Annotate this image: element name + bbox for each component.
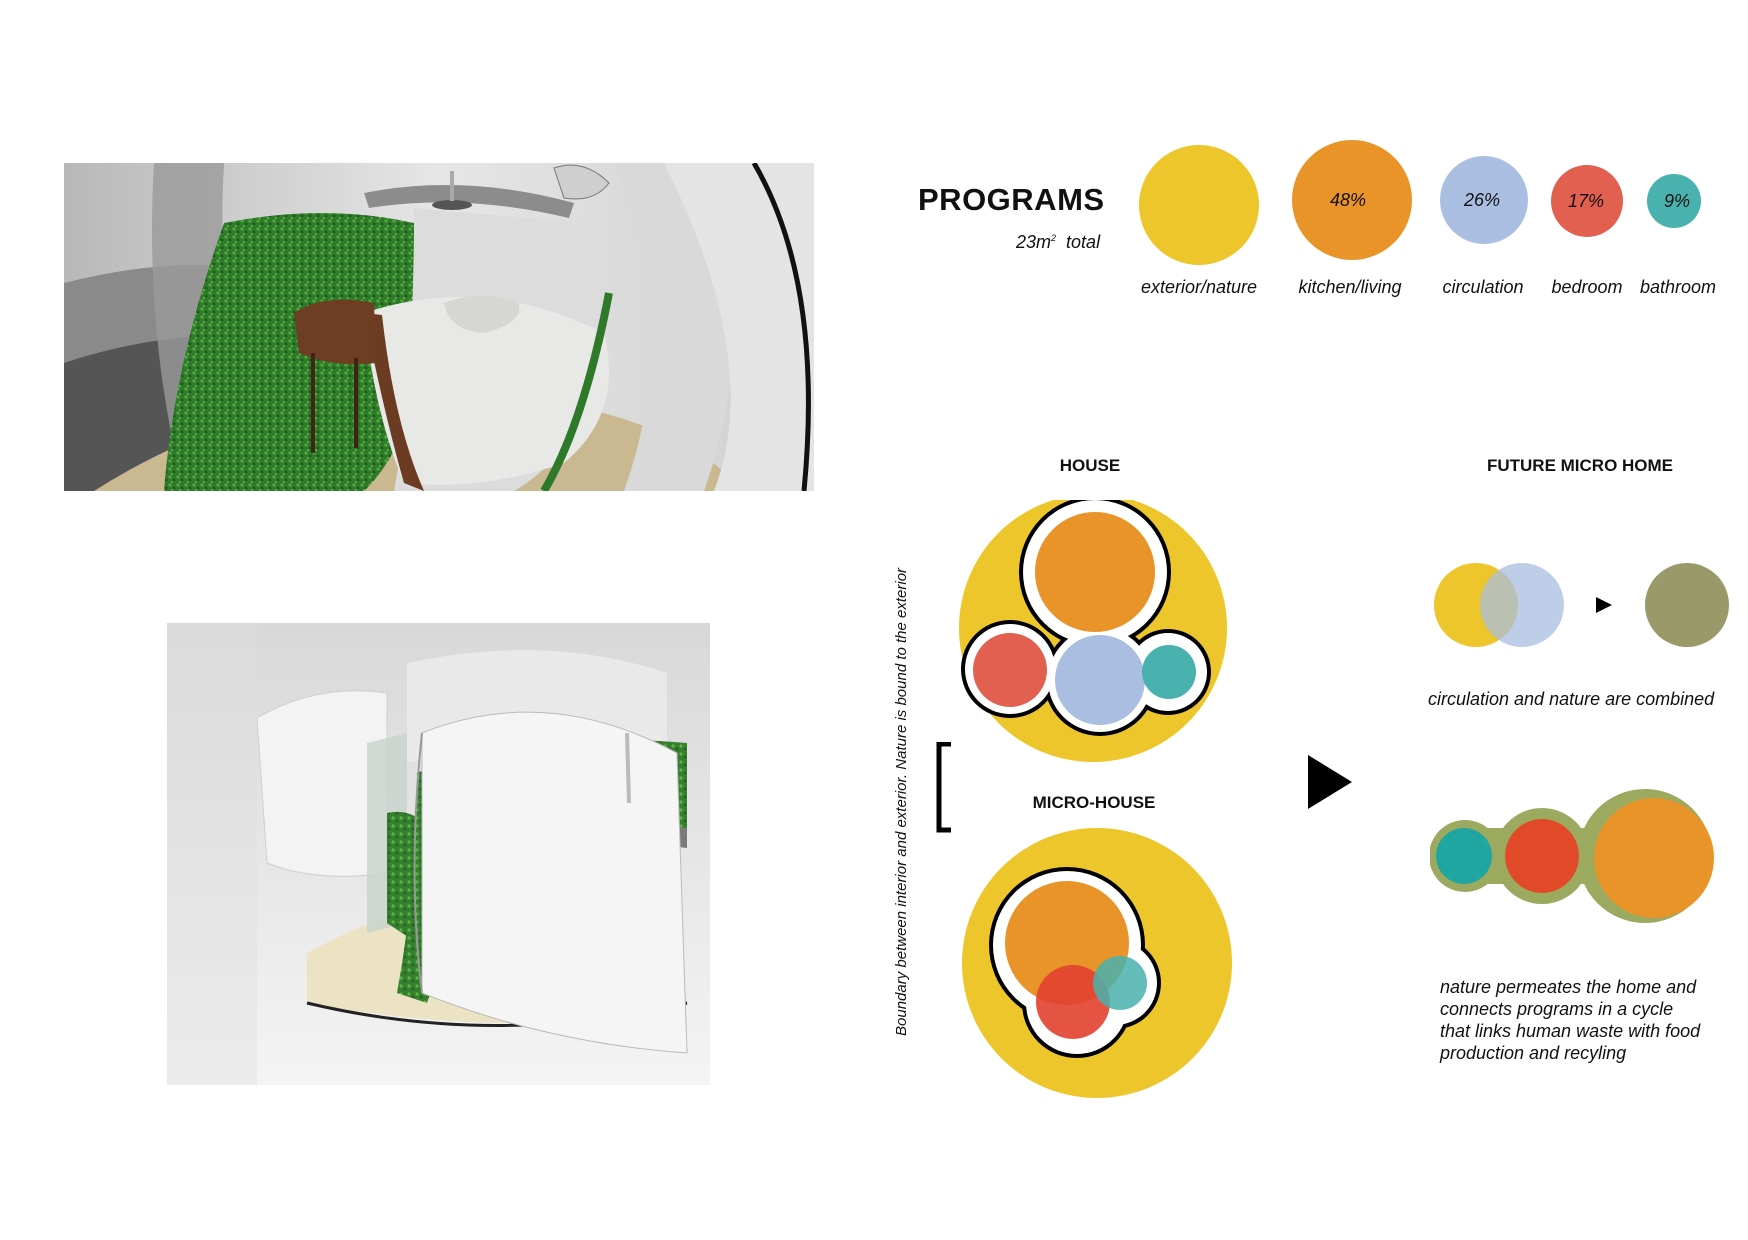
area-value: 23m [1016, 232, 1052, 252]
cycle-bedroom-circle [1505, 819, 1579, 893]
house-bathroom-circle [1142, 645, 1196, 699]
micro-house-heading: MICRO-HOUSE [1032, 793, 1156, 812]
legend-percent-circulation: 26% [1464, 190, 1501, 210]
future-cycle-diagram [1430, 789, 1714, 923]
permeates-caption: nature permeates the home and connects p… [1440, 976, 1700, 1064]
future-combined-diagram [1434, 563, 1729, 647]
transition-arrow-icon [1308, 755, 1352, 809]
programs-total-area: 23m2 total [1016, 232, 1100, 253]
legend-circle-circulation [1440, 156, 1528, 244]
house-heading: HOUSE [1059, 456, 1121, 475]
combined-caption: circulation and nature are combined [1428, 689, 1715, 709]
area-suffix: total [1066, 232, 1101, 252]
house-circulation-circle [1055, 635, 1145, 725]
programs-title: PROGRAMS [918, 182, 1105, 217]
legend-label-circulation: circulation [1442, 277, 1524, 297]
legend-percent-bathroom: 9% [1664, 191, 1691, 211]
house-diagram [959, 500, 1227, 762]
permeates-line-4: production and recyling [1440, 1043, 1627, 1063]
cycle-kitchen-circle [1594, 798, 1714, 918]
legend-label-exterior: exterior/nature [1140, 277, 1258, 297]
legend-circle-exterior [1139, 145, 1259, 265]
legend-circle-bedroom [1551, 165, 1623, 237]
future-combined-circle [1645, 563, 1729, 647]
micro-house-diagram [962, 828, 1232, 1098]
legend-label-bathroom: bathroom [1639, 277, 1717, 297]
house-kitchen-circle [1035, 512, 1155, 632]
legend-circle-bathroom [1647, 174, 1701, 228]
area-exponent: 2 [1051, 233, 1057, 243]
legend-percent-bedroom: 17% [1568, 191, 1605, 211]
bedroom-render-image [64, 163, 814, 491]
legend-circle-kitchen [1292, 140, 1412, 260]
permeates-line-3: that links human waste with food [1440, 1021, 1701, 1041]
future-micro-home-heading: FUTURE MICRO HOME [1486, 456, 1674, 475]
legend-label-kitchen: kitchen/living [1298, 277, 1402, 297]
permeates-line-1: nature permeates the home and [1440, 977, 1697, 997]
programs-legend-circles [1139, 140, 1701, 265]
micro-house-bathroom-circle [1093, 956, 1147, 1010]
permeates-line-2: connects programs in a cycle [1440, 999, 1674, 1019]
future-circulation-circle [1480, 563, 1564, 647]
bracket-icon [936, 742, 951, 833]
legend-percent-kitchen: 48% [1330, 190, 1367, 210]
cycle-bathroom-circle [1436, 828, 1492, 884]
house-bedroom-circle [973, 633, 1047, 707]
boundary-note: Boundary between interior and exterior. … [893, 567, 910, 1036]
small-arrow-icon [1596, 597, 1612, 613]
micro-house-render-image [167, 623, 710, 1085]
micro-house-bedroom-circle [1036, 965, 1110, 1039]
legend-label-bedroom: bedroom [1551, 277, 1623, 297]
